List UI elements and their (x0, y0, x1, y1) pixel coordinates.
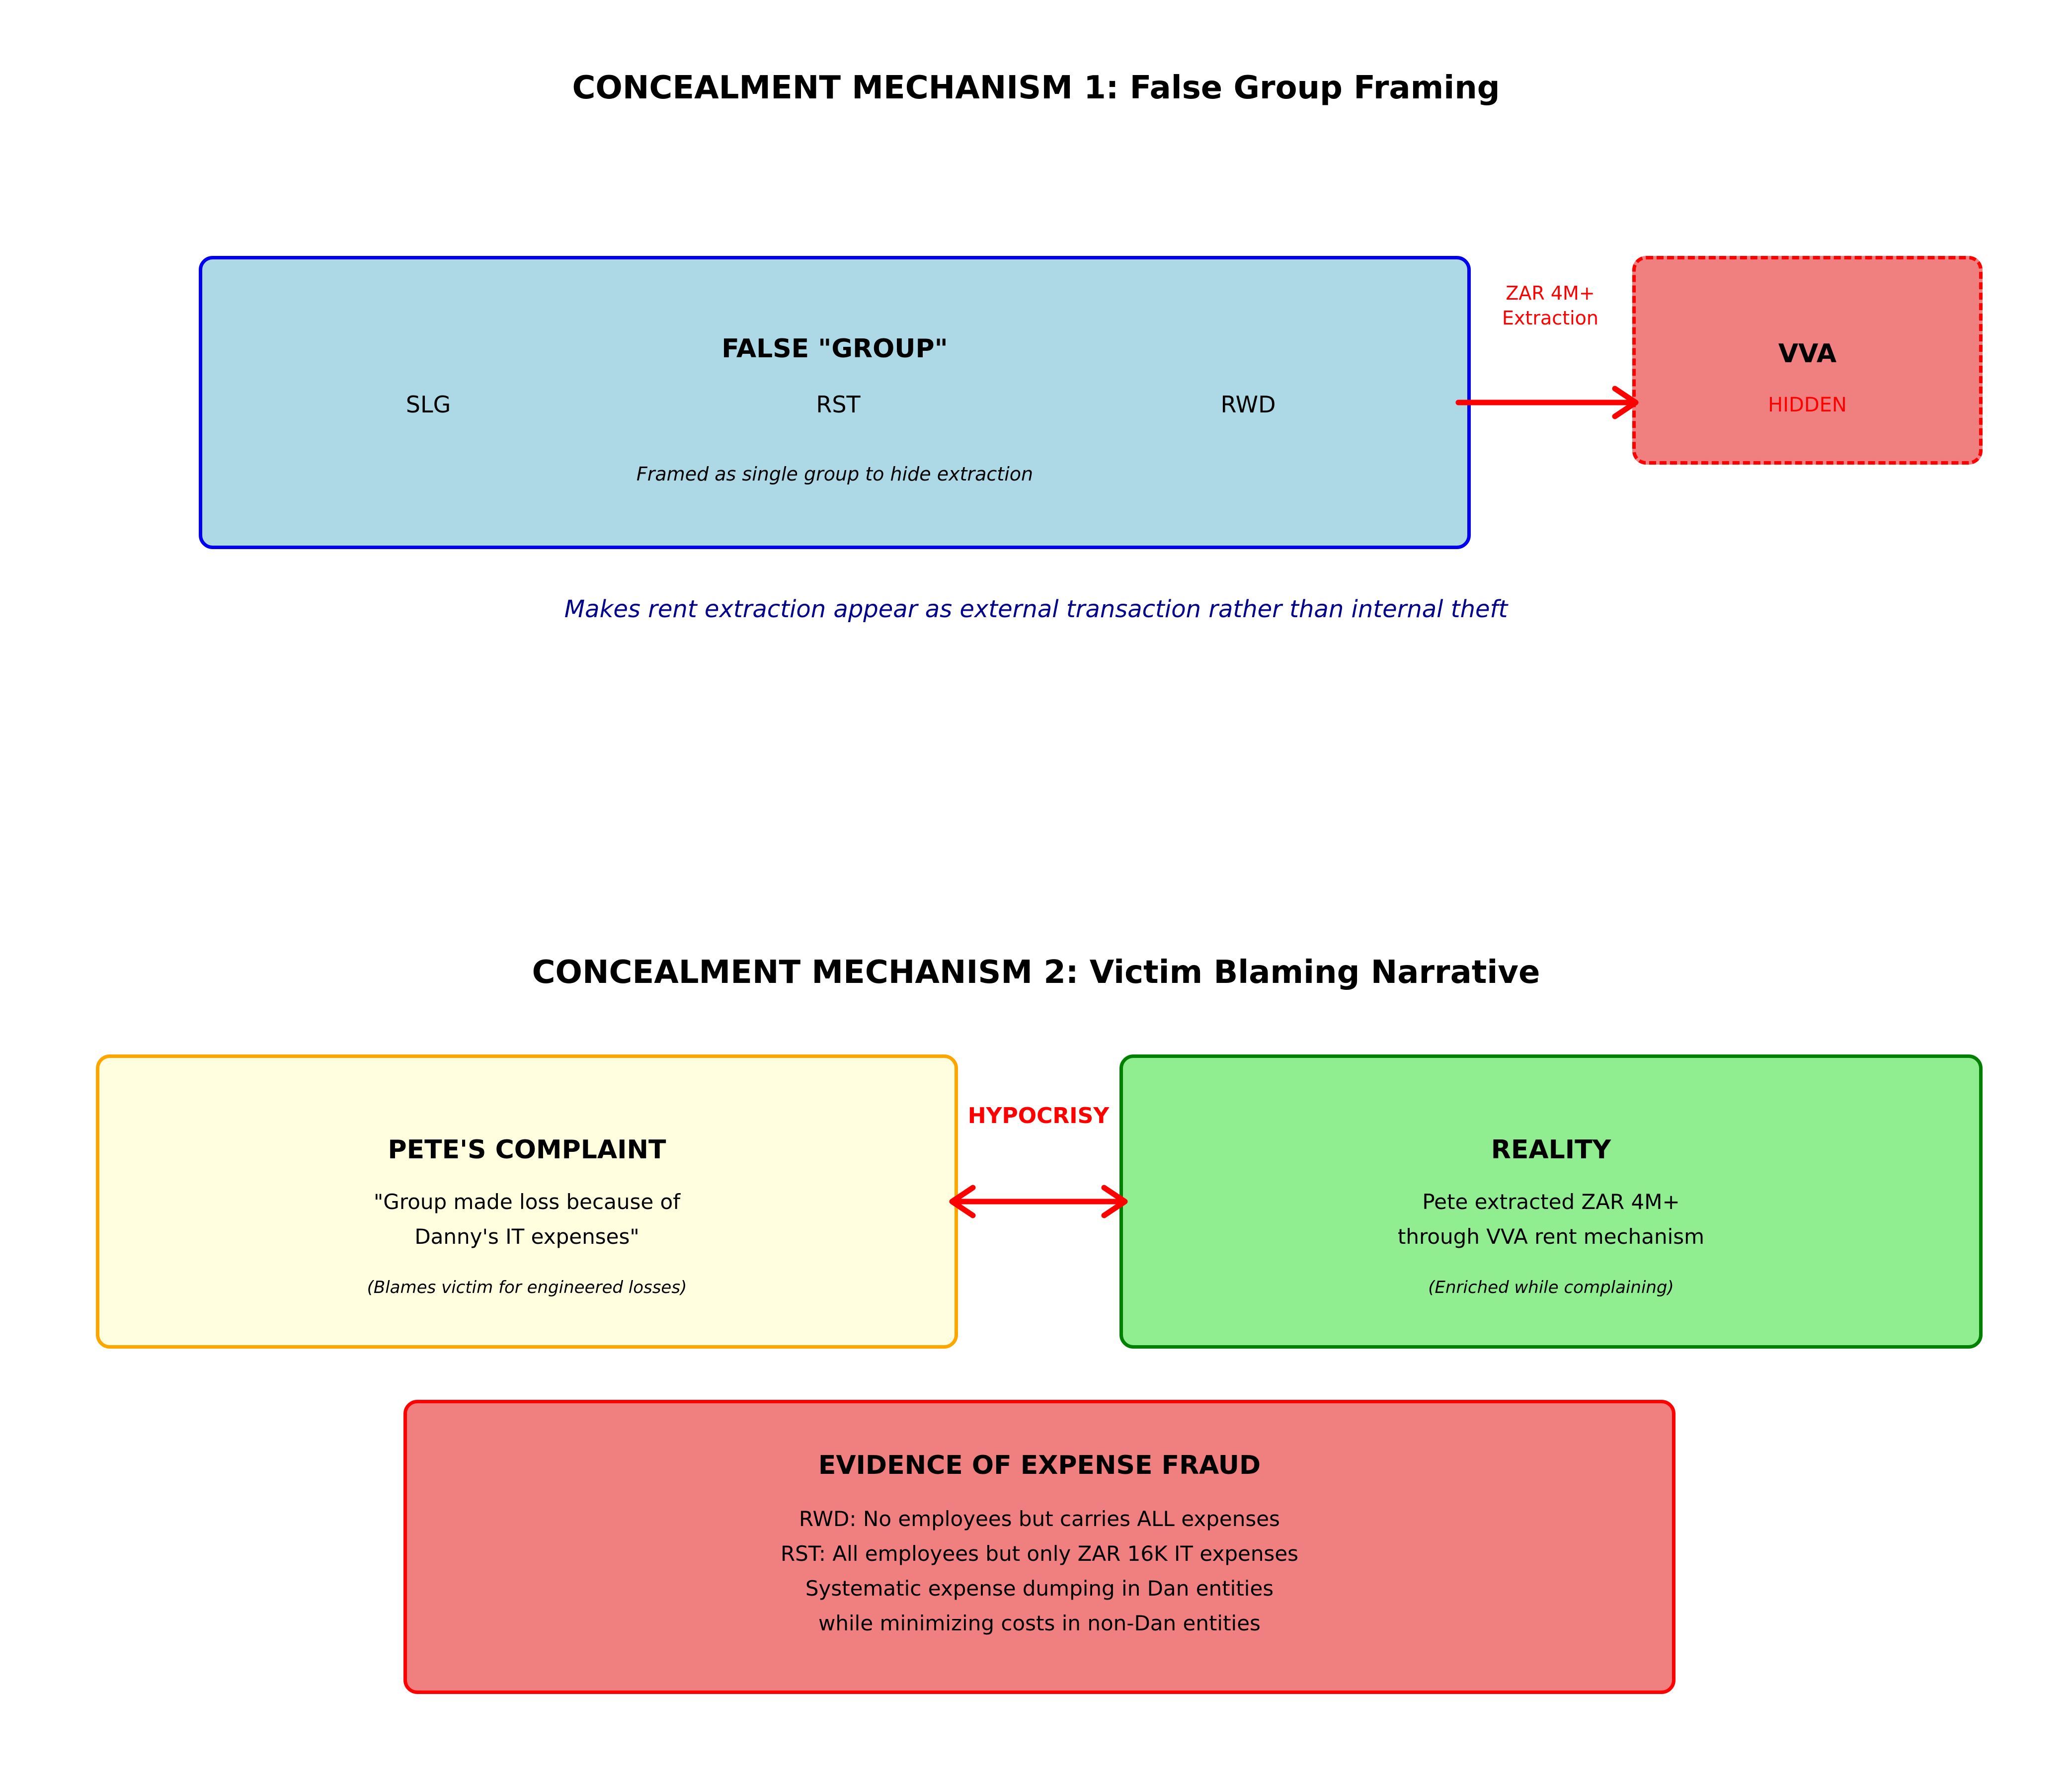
reality-note: (Enriched while complaining) (1428, 1278, 1674, 1297)
false-group-note: Framed as single group to hide extractio… (636, 463, 1034, 485)
complaint-box: PETE'S COMPLAINT "Group made loss becaus… (96, 1054, 958, 1349)
evidence-line: RWD: No employees but carries ALL expens… (799, 1507, 1280, 1531)
extraction-label: ZAR 4M+ Extraction (1451, 281, 1650, 330)
complaint-quote-line-2: Danny's IT expenses" (414, 1224, 639, 1249)
entity-rst: RST (816, 391, 861, 418)
reality-title: REALITY (1491, 1135, 1611, 1165)
evidence-box: EVIDENCE OF EXPENSE FRAUD RWD: No employ… (403, 1400, 1675, 1694)
mechanism-2-title: CONCEALMENT MECHANISM 2: Victim Blaming … (532, 954, 1540, 991)
entity-rwd: RWD (1220, 391, 1276, 418)
vva-title: VVA (1778, 339, 1837, 369)
complaint-quote-line-1: "Group made loss because of (373, 1190, 681, 1214)
reality-text-line-1: Pete extracted ZAR 4M+ (1422, 1190, 1680, 1214)
evidence-lines: RWD: No employees but carries ALL expens… (407, 1502, 1672, 1641)
false-group-box: FALSE "GROUP" SLG RST RWD Framed as sing… (199, 256, 1471, 549)
mechanism-1-title: CONCEALMENT MECHANISM 1: False Group Fra… (572, 70, 1500, 106)
complaint-note: (Blames victim for engineered losses) (367, 1278, 687, 1297)
evidence-line: while minimizing costs in non-Dan entiti… (818, 1611, 1261, 1635)
extraction-arrow (1455, 386, 1639, 419)
extraction-word: Extraction (1502, 307, 1598, 329)
complaint-quote: "Group made loss because of Danny's IT e… (99, 1185, 955, 1254)
mechanism-1-caption: Makes rent extraction appear as external… (564, 595, 1508, 623)
complaint-title: PETE'S COMPLAINT (388, 1135, 666, 1165)
reality-text: Pete extracted ZAR 4M+ through VVA rent … (1123, 1185, 1979, 1254)
evidence-line: RST: All employees but only ZAR 16K IT e… (780, 1541, 1299, 1566)
reality-text-line-2: through VVA rent mechanism (1397, 1224, 1705, 1249)
evidence-title: EVIDENCE OF EXPENSE FRAUD (818, 1451, 1261, 1480)
vva-box: VVA HIDDEN (1632, 256, 1983, 465)
entity-slg: SLG (405, 391, 451, 418)
false-group-title: FALSE "GROUP" (721, 334, 948, 364)
reality-box: REALITY Pete extracted ZAR 4M+ through V… (1119, 1054, 1983, 1349)
extraction-amount: ZAR 4M+ (1506, 282, 1595, 304)
evidence-line: Systematic expense dumping in Dan entiti… (805, 1576, 1274, 1601)
hypocrisy-double-arrow (949, 1185, 1128, 1218)
hypocrisy-label: HYPOCRISY (967, 1103, 1110, 1129)
vva-status: HIDDEN (1768, 394, 1847, 416)
